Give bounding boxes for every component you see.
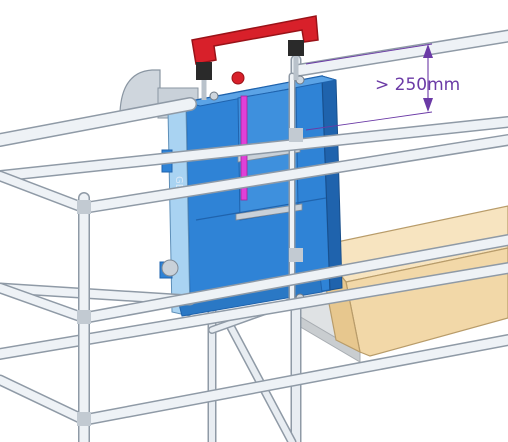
guardrail-top-rail-back xyxy=(293,29,508,77)
guardrail-side-rails xyxy=(0,170,90,324)
scaffold-front-tubes xyxy=(0,97,508,442)
dimension-label: > 250mm xyxy=(375,75,460,95)
svg-text:GE: GE xyxy=(173,176,184,190)
guardrail-middle-rail xyxy=(0,116,508,214)
dimension-extension-upper xyxy=(305,43,433,65)
dimension-arrow-down xyxy=(423,98,433,112)
height-dimension xyxy=(305,43,433,131)
red-carry-handle xyxy=(191,15,319,100)
guardrail-top-rail xyxy=(0,97,197,147)
dimension-arrow-up xyxy=(423,44,433,58)
dimension-extension-lower xyxy=(305,111,433,131)
tube-couplers xyxy=(77,128,303,426)
guardrail-lower-rails xyxy=(0,234,508,426)
